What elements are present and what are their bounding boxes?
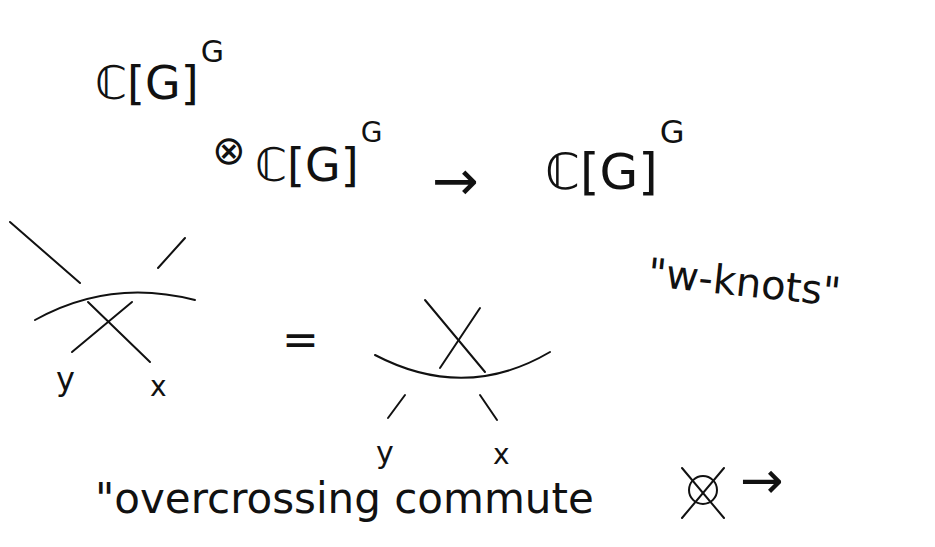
strand [440, 308, 480, 368]
superscript: G [201, 35, 224, 68]
strand [10, 222, 80, 283]
strand [388, 395, 405, 418]
superscript: G [660, 115, 685, 150]
strand [480, 395, 497, 420]
strand-label: x [150, 372, 167, 403]
algebra-symbol: ℂ[G] [95, 58, 199, 109]
strand-label: y [376, 436, 394, 469]
strand-label: x [493, 440, 510, 471]
map-arrow: → [432, 150, 479, 212]
note-text: "w-knots" [646, 250, 843, 314]
virtual-crossing [682, 468, 724, 518]
strand-label: y [56, 362, 75, 397]
equals-sign: = [282, 316, 319, 364]
strand [72, 302, 132, 352]
algebra-symbol: ℂ[G] [545, 145, 658, 200]
strand [158, 238, 185, 268]
superscript: G [361, 118, 383, 149]
virtual-crossing-circle [689, 476, 717, 504]
virtual-crossing [682, 468, 724, 518]
strand [425, 300, 485, 372]
map-arrow: → [740, 452, 784, 509]
tensor-symbol: ⊗ [212, 128, 246, 172]
over-arc [375, 352, 550, 378]
note-text: "overcrossing commute [95, 476, 594, 522]
algebra-symbol: ℂ[G] [255, 140, 359, 191]
